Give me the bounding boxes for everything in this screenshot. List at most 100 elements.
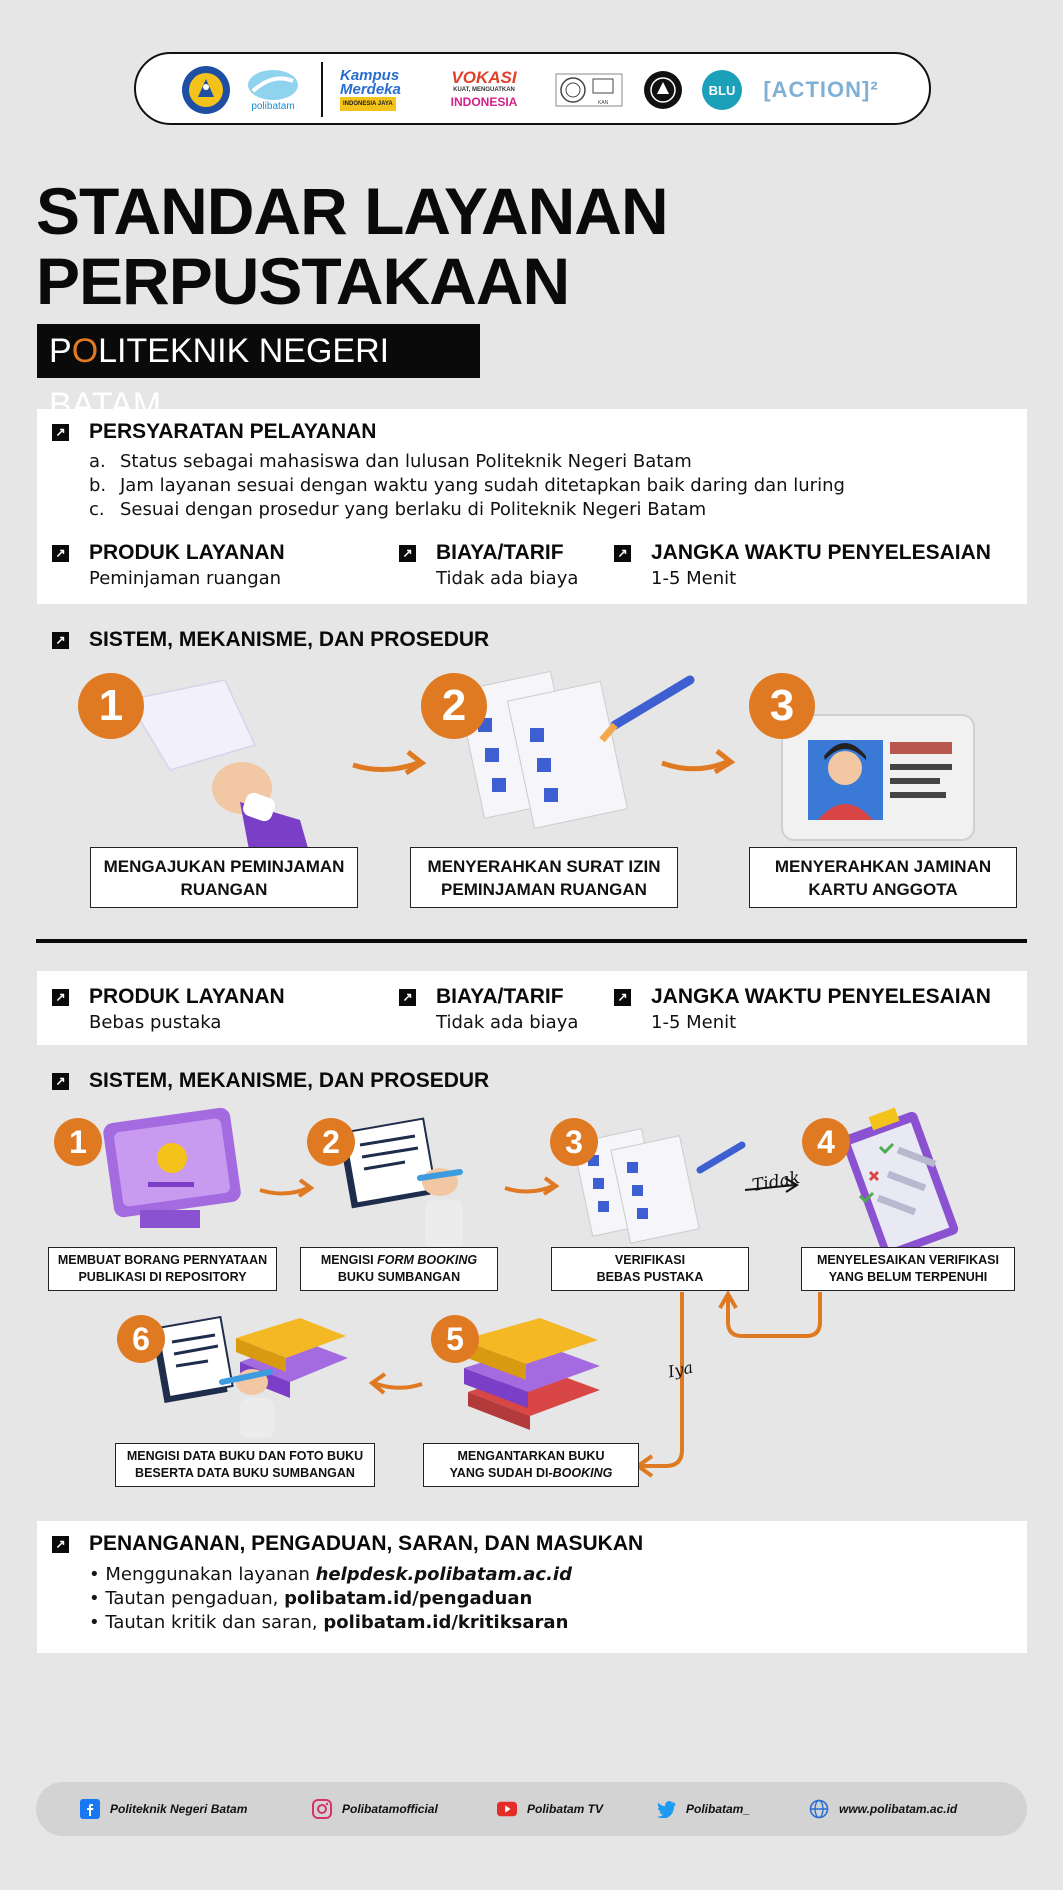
step-label-part: YANG SUDAH DI- <box>449 1466 553 1480</box>
step-label-italic-part: FORM BOOKING <box>377 1253 478 1267</box>
requirements-list: a. Status sebagai mahasiswa dan lulusan P… <box>89 450 845 522</box>
checklist-papers-icon <box>456 670 695 829</box>
requirement-text: Jam layanan sesuai dengan waktu yang sud… <box>120 475 845 496</box>
cost-value: Tidak ada biaya <box>436 568 579 589</box>
flow-2-step-3-label: VERIFIKASI BEBAS PUSTAKA <box>551 1247 749 1291</box>
book-stack-icon <box>462 1318 600 1430</box>
emblem-logo <box>641 68 685 112</box>
arrow-up-right-icon: ↗ <box>52 1072 69 1090</box>
youtube-icon <box>497 1799 517 1819</box>
system-title: SISTEM, MEKANISME, DAN PROSEDUR <box>89 1069 490 1092</box>
complaint-link[interactable]: polibatam.id/pengaduan <box>284 1588 533 1609</box>
website-link[interactable]: www.polibatam.ac.id <box>809 1782 957 1836</box>
step-label-line: BUKU SUMBANGAN <box>337 1270 461 1284</box>
complaint-item: • Tautan kritik dan saran, polibatam.id/… <box>89 1612 569 1633</box>
step-label-line: MENGISI DATA BUKU DAN FOTO BUKU <box>126 1449 364 1463</box>
step-label-line: RUANGAN <box>180 879 268 899</box>
arrow-up-right-icon: ↗ <box>52 631 69 649</box>
arrow-up-right-icon: ↗ <box>52 544 69 562</box>
facebook-link[interactable]: Politeknik Negeri Batam <box>80 1782 247 1836</box>
product-heading-2: ↗ PRODUK LAYANAN <box>52 985 285 1009</box>
time-value: 1-5 Menit <box>651 568 737 589</box>
step-label-line: YANG SUDAH DI-BOOKING <box>450 1465 613 1482</box>
service-info-panel-1 <box>37 409 1027 604</box>
youtube-link[interactable]: Polibatam TV <box>497 1782 603 1836</box>
time-title: JANGKA WAKTU PENYELESAIAN <box>651 985 991 1008</box>
globe-icon <box>809 1799 829 1819</box>
step-label-part: MENGISI <box>320 1253 378 1267</box>
cost-heading-1: ↗ BIAYA/TARIF <box>399 541 564 565</box>
complaints-heading: ↗ PENANGANAN, PENGADUAN, SARAN, DAN MASU… <box>52 1532 643 1556</box>
time-title: JANGKA WAKTU PENYELESAIAN <box>651 541 991 564</box>
partner-logo-bar: polibatam Kampus Merdeka INDONESIA JAYA … <box>134 52 931 125</box>
step-label-line: PEMINJAMAN RUANGAN <box>441 879 647 899</box>
requirement-text: Sesuai dengan prosedur yang berlaku di P… <box>120 499 707 520</box>
page-title: STANDAR LAYANAN PERPUSTAKAAN <box>36 176 669 318</box>
step-label-line: MENYERAHKAN SURAT IZIN <box>427 856 661 876</box>
arrow-up-right-icon: ↗ <box>52 988 69 1006</box>
system-title: SISTEM, MEKANISME, DAN PROSEDUR <box>89 628 490 651</box>
vokasi-text-1: VOKASI <box>451 68 517 87</box>
cost-title: BIAYA/TARIF <box>436 541 564 564</box>
subtitle-first-letter: P <box>49 332 72 370</box>
step-label-line: YANG BELUM TERPENUHI <box>828 1270 988 1284</box>
hand-paper-icon <box>126 679 310 855</box>
step-label-line: MEMBUAT BORANG PERNYATAAN <box>57 1253 268 1267</box>
website-label: www.polibatam.ac.id <box>839 1802 958 1816</box>
institution-subtitle: POLITEKNIK NEGERI BATAM <box>37 324 480 424</box>
page-title-line-2: PERPUSTAKAAN <box>36 244 570 318</box>
step-label-line: KARTU ANGGOTA <box>808 879 958 899</box>
complaint-item-text: Tautan kritik dan saran, <box>105 1612 324 1633</box>
time-heading-2: ↗ JANGKA WAKTU PENYELESAIAN <box>614 985 991 1009</box>
instagram-label: Polibatamofficial <box>342 1802 438 1816</box>
system-heading-2: ↗ SISTEM, MEKANISME, DAN PROSEDUR <box>52 1069 489 1093</box>
arrow-up-right-icon: ↗ <box>614 988 631 1006</box>
cost-heading-2: ↗ BIAYA/TARIF <box>399 985 564 1009</box>
twitter-link[interactable]: Polibatam_ <box>656 1782 750 1836</box>
complaints-list: • Menggunakan layanan helpdesk.polibatam… <box>89 1563 572 1635</box>
flow-1-step-1-label: MENGAJUKAN PEMINJAMAN RUANGAN <box>90 847 358 908</box>
time-value: 1-5 Menit <box>651 1012 737 1033</box>
requirements-heading: ↗ PERSYARATAN PELAYANAN <box>52 420 376 444</box>
complaints-title: PENANGANAN, PENGADUAN, SARAN, DAN MASUKA… <box>89 1532 644 1555</box>
requirement-letter: c. <box>89 499 105 520</box>
checklist-papers-icon <box>572 1128 746 1244</box>
step-label-line: BESERTA DATA BUKU SUMBANGAN <box>135 1466 355 1480</box>
instagram-link[interactable]: Polibatamofficial <box>312 1782 438 1836</box>
kampus-merdeka-text-2: Merdeka <box>340 81 401 98</box>
kampus-merdeka-logo: Kampus Merdeka INDONESIA JAYA <box>340 68 420 112</box>
tut-wuri-handayani-logo <box>180 66 232 114</box>
step-number-badge: 6 <box>117 1315 165 1363</box>
requirement-letter: a. <box>89 451 106 472</box>
facebook-icon <box>80 1799 100 1819</box>
monitor-user-icon <box>103 1107 241 1228</box>
step-label-line: PUBLIKASI DI REPOSITORY <box>78 1270 247 1284</box>
step-number-badge: 1 <box>54 1118 102 1166</box>
time-heading-1: ↗ JANGKA WAKTU PENYELESAIAN <box>614 541 991 565</box>
requirement-item: c. Sesuai dengan prosedur yang berlaku di… <box>89 498 845 522</box>
helpdesk-link[interactable]: helpdesk.polibatam.ac.id <box>315 1564 572 1585</box>
flow-1-illustrations <box>126 670 975 855</box>
requirement-text: Status sebagai mahasiswa dan lulusan Pol… <box>120 451 692 472</box>
clipboard-checklist-icon <box>841 1107 959 1259</box>
flow-2-illustrations <box>103 1107 959 1478</box>
youtube-label: Polibatam TV <box>527 1802 604 1816</box>
arrow-up-right-icon: ↗ <box>399 544 416 562</box>
step-label-line: MENYELESAIKAN VERIFIKASI <box>817 1253 999 1267</box>
polibatam-logo-text: polibatam <box>251 100 295 112</box>
kampus-merdeka-text-3: INDONESIA JAYA <box>340 97 396 111</box>
step-number-badge: 2 <box>307 1118 355 1166</box>
arrow-up-right-icon: ↗ <box>614 544 631 562</box>
step-label-line: MENGAJUKAN PEMINJAMAN <box>103 856 345 876</box>
vokasi-logo: VOKASI KUAT, MENGUATKAN INDONESIA <box>436 68 532 112</box>
product-value: Bebas pustaka <box>89 1012 222 1033</box>
complaint-item: • Menggunakan layanan helpdesk.polibatam… <box>89 1564 572 1585</box>
requirement-item: b.Jam layanan sesuai dengan waktu yang s… <box>89 474 845 498</box>
blu-logo-text: BLU <box>702 70 742 110</box>
flow-2-step-1-label: MEMBUAT BORANG PERNYATAAN PUBLIKASI DI R… <box>48 1247 277 1291</box>
certification-logo <box>554 68 624 112</box>
complaint-item-text: Tautan pengaduan, <box>105 1588 285 1609</box>
step-label-line: MENYERAHKAN JAMINAN <box>774 856 992 876</box>
cost-title: BIAYA/TARIF <box>436 985 564 1008</box>
feedback-link[interactable]: polibatam.id/kritiksaran <box>323 1612 569 1633</box>
